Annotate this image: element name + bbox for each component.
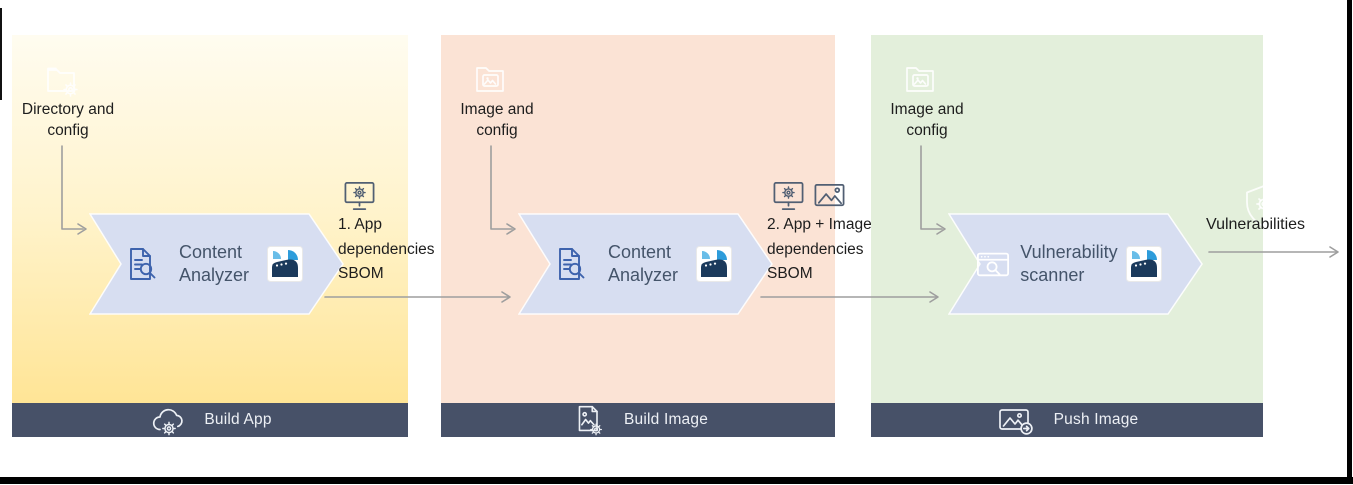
folder-image-icon: [476, 67, 504, 92]
document-search-icon: [130, 248, 156, 280]
chevron-shape: [948, 213, 1203, 315]
image-icon: [814, 183, 845, 207]
stage-panel-build-app: Directory and config Content: [12, 35, 435, 437]
chevron-shape: [89, 213, 344, 315]
output-label: 1. App dependencies SBOM: [338, 216, 435, 282]
process-chevron: Content Analyzer: [89, 213, 345, 315]
monitor-gear-icon: [344, 182, 375, 210]
stage-footer-build-image: Build Image: [441, 403, 835, 437]
final-output-label: Vulnerabilities: [1206, 216, 1306, 233]
input-arrow: [490, 145, 516, 235]
analyzer-logo-icon: [1125, 246, 1162, 282]
folder-gear-icon: [47, 67, 78, 97]
process-chevron: Content Analyzer: [518, 213, 774, 315]
frame-bottom-line: [0, 477, 1353, 484]
connector-arrow-sbom-2: [760, 291, 939, 303]
document-search-icon: [559, 248, 585, 280]
process-label: Content Analyzer: [178, 242, 250, 285]
process-chevron: Vulnerability scanner: [948, 213, 1204, 315]
input-label: Image and config: [460, 101, 534, 139]
image-push-arrow-icon: [998, 409, 1033, 435]
stage-footer-label: Build Image: [623, 411, 709, 428]
input-label: Directory and config: [21, 101, 115, 139]
stage-panel-build-image: Image and config Content A: [441, 35, 872, 437]
analyzer-logo-icon: [267, 246, 303, 282]
input-arrow: [61, 145, 87, 235]
input-label: Image and config: [890, 101, 964, 139]
folder-image-icon: [906, 67, 934, 92]
frame-right-line: [1347, 0, 1352, 484]
stage-footer-push-image: Push Image: [871, 403, 1263, 437]
stage-footer-label: Build App: [204, 411, 272, 428]
chevron-shape: [518, 213, 773, 315]
stage-footer-build-app: Build App: [12, 403, 408, 437]
output-icons: [771, 179, 847, 212]
shield-watermark-clip: [1237, 183, 1263, 247]
connector-arrow-sbom-1: [324, 291, 511, 303]
shield-gear-icon: [1246, 185, 1263, 227]
image-document-gear-icon: [578, 405, 602, 436]
stage-panel-push-image: Image and config: [871, 35, 1263, 437]
cloud-gear-icon: [153, 408, 184, 436]
monitor-gear-icon: [773, 182, 804, 210]
process-label: Vulnerability scanner: [1020, 242, 1118, 285]
output-icons: [342, 179, 377, 212]
analyzer-logo-icon: [696, 246, 732, 282]
frame-left-line: [0, 8, 2, 100]
output-label: 2. App + Image dependencies SBOM: [767, 216, 872, 282]
window-search-icon: [976, 252, 1010, 277]
input-arrow: [920, 145, 946, 235]
vulnerabilities-output-arrow: [1208, 246, 1339, 258]
stage-footer-label: Push Image: [1053, 411, 1139, 428]
process-label: Content Analyzer: [607, 242, 679, 285]
